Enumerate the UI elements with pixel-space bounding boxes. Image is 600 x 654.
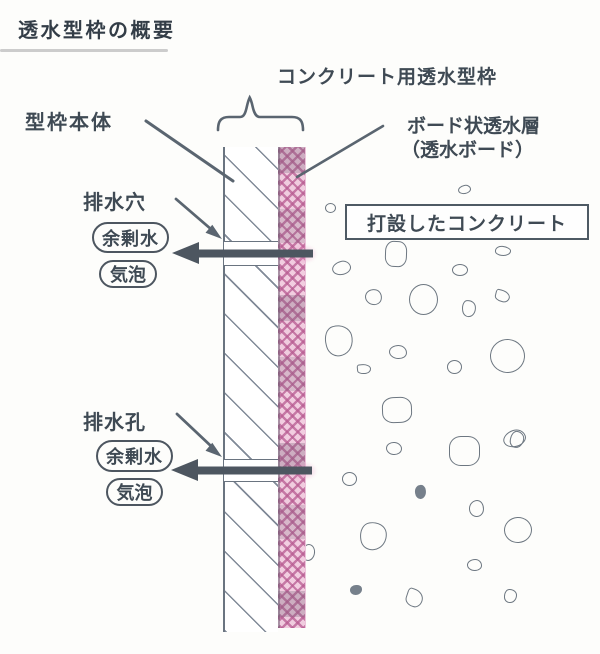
aggregate-pebble [403, 586, 426, 610]
drain-channel-upper [224, 241, 278, 266]
aggregate-pebble [350, 585, 362, 595]
title-underline [0, 49, 168, 52]
aggregate-pebble [363, 287, 384, 307]
aggregate-pebble [452, 264, 468, 276]
aggregate-pebble [358, 520, 389, 552]
surplus-water-badge-upper: 余剰水 [92, 222, 169, 253]
aggregate-pebble [342, 472, 357, 486]
label-board-layer-sub: （透水ボード） [401, 140, 535, 161]
poured-concrete-box: 打設したコンクリート [345, 204, 589, 240]
aggregate-pebble [356, 363, 372, 375]
aggregate-pebble [409, 284, 438, 315]
aggregate-pebble [493, 288, 512, 304]
permeable-board-layer [278, 147, 306, 628]
page-title: 透水型枠の概要 [18, 20, 176, 42]
formwork-panel [223, 147, 278, 632]
air-bubble-label: 気泡 [116, 483, 153, 503]
aggregate-pebble [414, 484, 427, 500]
aggregate-pebble [467, 559, 482, 571]
surplus-water-label: 余剰水 [102, 228, 159, 249]
label-drain-hole-upper: 排水穴 [83, 192, 146, 214]
label-formwork-body: 型枠本体 [25, 112, 113, 134]
aggregate-pebble [503, 516, 533, 544]
aggregate-pebble [325, 203, 336, 213]
air-bubble-label: 気泡 [110, 265, 146, 285]
aggregate-pebble [449, 436, 480, 466]
aggregate-pebble [494, 245, 512, 257]
air-bubble-badge-lower: 気泡 [106, 478, 163, 506]
water-glow-lower [288, 461, 318, 481]
aggregate-pebble [504, 589, 517, 603]
poured-concrete-label: 打設したコンクリート [366, 213, 567, 235]
aggregate-pebble [488, 337, 527, 375]
aggregate-pebble [385, 441, 403, 456]
aggregate-pebble [321, 321, 357, 360]
drain-channel-lower [224, 459, 278, 482]
aggregate-pebble [468, 499, 485, 518]
aggregate-pebble [447, 360, 462, 374]
aggregate-pebble [381, 396, 413, 424]
aggregate-pebble [388, 344, 408, 360]
aggregate-pebble [330, 258, 353, 278]
surplus-water-label: 余剰水 [106, 447, 163, 467]
water-glow-upper [288, 244, 318, 264]
label-board-layer: ボード状透水層 [407, 116, 541, 137]
aggregate-pebble [461, 299, 477, 318]
label-drain-hole-lower: 排水孔 [83, 412, 146, 434]
air-bubble-badge-upper: 気泡 [99, 260, 157, 288]
aggregate-pebble [384, 240, 408, 268]
surplus-water-badge-lower: 余剰水 [96, 440, 173, 472]
label-permeable-formwork: コンクリート用透水型枠 [277, 67, 498, 88]
aggregate-pebble [457, 183, 472, 196]
